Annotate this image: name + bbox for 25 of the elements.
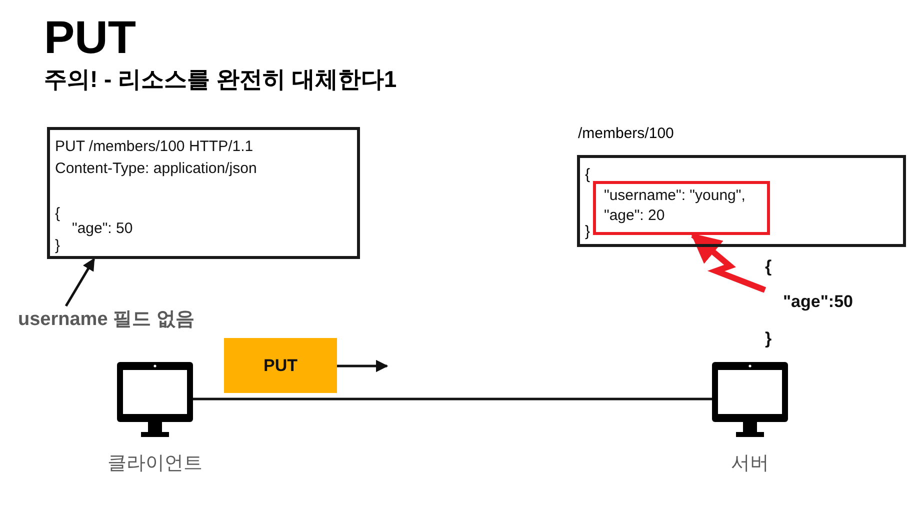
highlight-box bbox=[593, 181, 770, 235]
path-label: /members/100 bbox=[578, 125, 674, 142]
code-line: "age":50 bbox=[783, 292, 853, 312]
device-label: 클라이언트 bbox=[106, 452, 204, 476]
device-label: 서버 bbox=[730, 452, 770, 476]
direction-arrow bbox=[337, 360, 388, 372]
connection-line bbox=[193, 398, 712, 400]
code-line: "age": 20 bbox=[604, 207, 665, 224]
code-line: { bbox=[585, 166, 590, 183]
code-line: } bbox=[585, 223, 590, 240]
code-line: { bbox=[55, 205, 60, 222]
code-line: { bbox=[765, 257, 772, 277]
code-line: } bbox=[55, 237, 60, 254]
code-line: "age": 50 bbox=[72, 220, 133, 237]
code-line: Content-Type: application/json bbox=[55, 160, 257, 177]
leader-arrow bbox=[64, 258, 96, 307]
code-line: "username": "young", bbox=[604, 187, 746, 204]
annotation-text: username 필드 없음 bbox=[18, 308, 194, 332]
request-box bbox=[47, 127, 360, 259]
code-line: PUT /members/100 HTTP/1.1 bbox=[55, 138, 254, 155]
slide-title: PUT bbox=[44, 10, 136, 64]
lightning-arrow bbox=[690, 232, 766, 293]
slide-subtitle: 주의! - 리소스를 완전히 대체한다1 bbox=[44, 65, 397, 94]
method-box: PUT bbox=[224, 338, 337, 393]
code-line: } bbox=[765, 329, 772, 349]
